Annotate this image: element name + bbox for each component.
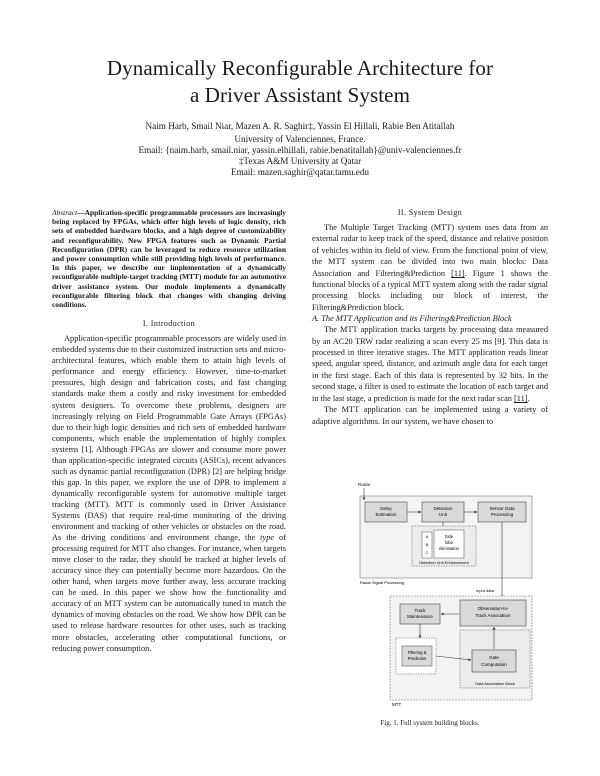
input-data-label: Input data [476, 588, 495, 593]
email-2: Email: mazen.saghir@qatar.tamu.edu [230, 167, 370, 177]
side-lobe-block [433, 529, 465, 559]
author-names: Naim Harb, Smail Niar, Mazen A. R. Saghi… [145, 121, 455, 131]
gate-line-2: Computation [481, 662, 507, 667]
left-column: Abstract—Application-specific programmab… [52, 208, 286, 654]
email-1: Email: {naim.harb, smail.niar, yassin.el… [138, 145, 462, 155]
abstract-lead: Abstract [52, 208, 78, 217]
side-line-2: lobe [445, 540, 454, 545]
figure-caption: Fig. 1. Full system building blocks. [380, 719, 480, 727]
delay-line-2: Estimation [375, 512, 397, 517]
subsection-heading: A. The MTT Application and its Filtering… [312, 314, 512, 324]
figure-system-blocks: Radar Delay Estimation Detection Unit Se… [356, 480, 536, 710]
affiliation-2: ‡Texas A&M University at Qatar [238, 156, 362, 166]
radar-processing-label: Radar Signal Processing [360, 580, 404, 585]
mtt-label: MTT [392, 702, 401, 707]
track-line-2: Maintenance [407, 614, 433, 619]
delay-line-1: Delay [380, 506, 392, 511]
sd-text-a: The Multiple Target Tracking (MTT) syste… [312, 223, 548, 278]
right-column: II. System Design The Multiple Target Tr… [312, 208, 548, 427]
affiliation-1: University of Valenciennes, France. [234, 134, 366, 144]
sensor-line-2: Processing [491, 512, 514, 517]
side-line-3: elimination [439, 546, 460, 551]
mtt-paragraph: The MTT application tracks targets by pr… [312, 324, 548, 404]
author-block: Naim Harb, Smail Niar, Mazen A. R. Saghi… [40, 121, 560, 178]
radar-label: Radar [358, 482, 371, 487]
detection-enhancement-label: Detection Unit Enhancement [419, 560, 469, 565]
side-line-1: Side [445, 534, 454, 539]
title-line-2: a Driver Assistant System [189, 83, 411, 107]
filt-line-2: Prediction [408, 656, 427, 661]
sd-ref: [11] [451, 268, 465, 278]
paper-title: Dynamically Reconfigurable Architecture … [40, 55, 560, 109]
intro-text-a: Application-specific programmable proces… [52, 334, 286, 543]
block-diagram: Radar Delay Estimation Detection Unit Se… [358, 482, 533, 707]
title-line-1: Dynamically Reconfigurable Architecture … [106, 56, 494, 80]
section-heading-introduction: I. Introduction [142, 319, 196, 329]
section-heading-system-design: II. System Design [397, 208, 463, 217]
mtt-ref: [11] [514, 393, 528, 403]
track-line-1: Track [414, 608, 426, 613]
obs-line-2: Track Association [475, 613, 511, 618]
detection-line-1: Detection [433, 506, 453, 511]
filtering-prediction-block [401, 645, 433, 667]
sd-text-b: . Figure 1 shows the functional blocks o… [312, 268, 548, 312]
mtt-text-a: The MTT application tracks targets by pr… [312, 325, 548, 403]
abc-a: A [426, 534, 429, 539]
gate-computation-block [471, 649, 517, 673]
abstract: Abstract—Application-specific programmab… [52, 208, 286, 309]
abc-b: B [426, 542, 429, 547]
filt-line-1: Filtering & [408, 650, 427, 655]
intro-text-b: of processing required for MTT also chan… [52, 533, 286, 653]
abc-selector [421, 531, 433, 559]
mtt-text-b: . [527, 393, 530, 403]
abstract-text: —Application-specific programmable proce… [52, 208, 286, 310]
mtt-algorithms-paragraph: The MTT application can be implemented u… [312, 405, 548, 426]
intro-italic: type [260, 533, 275, 543]
system-design-paragraph: The Multiple Target Tracking (MTT) syste… [312, 222, 548, 313]
data-association-label: Data Association Block [475, 681, 515, 686]
detection-line-2: Unit [439, 512, 448, 517]
gate-line-1: Gate [489, 655, 499, 660]
obs-line-1: Observation-to- [477, 606, 509, 611]
intro-paragraph: Application-specific programmable proces… [52, 333, 286, 653]
sensor-line-1: Sensor Data [489, 506, 515, 511]
observation-association-block [459, 599, 527, 627]
abc-c: C [426, 550, 429, 555]
